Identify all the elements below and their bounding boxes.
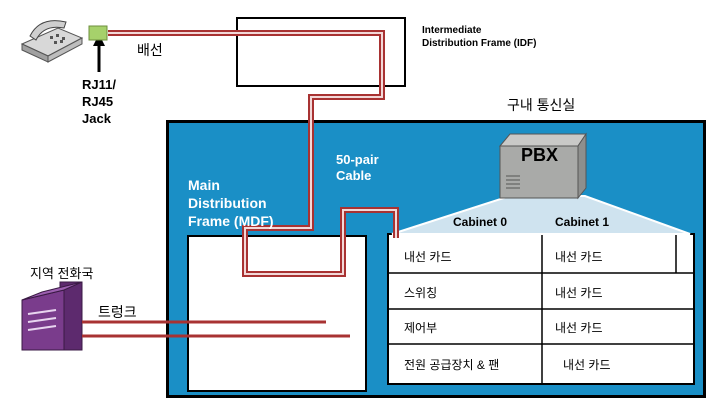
pbx-label: PBX [521, 145, 559, 165]
idf-label: Intermediate Distribution Frame (IDF) [422, 25, 537, 49]
cabinet0-label: Cabinet 0 [453, 215, 508, 229]
cabinet1-label: Cabinet 1 [555, 215, 610, 229]
pbx-cabinet-fan [391, 195, 691, 235]
cabinet1-row: 내선 카드 [555, 321, 603, 335]
idf-box [236, 17, 406, 87]
pbx-unit-icon [498, 132, 587, 200]
cabinet1-row: 내선 카드 [555, 250, 603, 264]
telephone-icon [20, 20, 84, 63]
jack-label: RJ11/ RJ45 Jack [82, 77, 116, 126]
central-office-icon [21, 281, 83, 351]
cabinet0-row: 제어부 [404, 321, 438, 335]
terminal-side-label: Terminal Side [193, 361, 243, 390]
cabinet0-row: 스위칭 [404, 286, 438, 300]
cabinet0-row: 전원 공급장치 & 팬 [404, 358, 500, 372]
pbx-side-label: PBX Side [330, 361, 356, 390]
cabinet0-row: 내선 카드 [404, 250, 452, 264]
wiring-path [108, 30, 399, 277]
cabinet1-row: 내선 카드 [555, 286, 603, 300]
cabinet1-row: 내선 카드 [563, 358, 611, 372]
building-room-label: 구내 통신실 [507, 97, 576, 113]
rj-jack-icon [88, 25, 108, 41]
cable-label: 50-pair Cable [336, 152, 379, 183]
local-office-label: 지역 전화국 [30, 266, 94, 281]
mdf-box [187, 235, 367, 392]
mdf-label: Main Distribution Frame (MDF) [188, 177, 274, 229]
trunk-label: 트렁크 [98, 304, 137, 320]
wiring-label: 배선 [137, 42, 163, 58]
